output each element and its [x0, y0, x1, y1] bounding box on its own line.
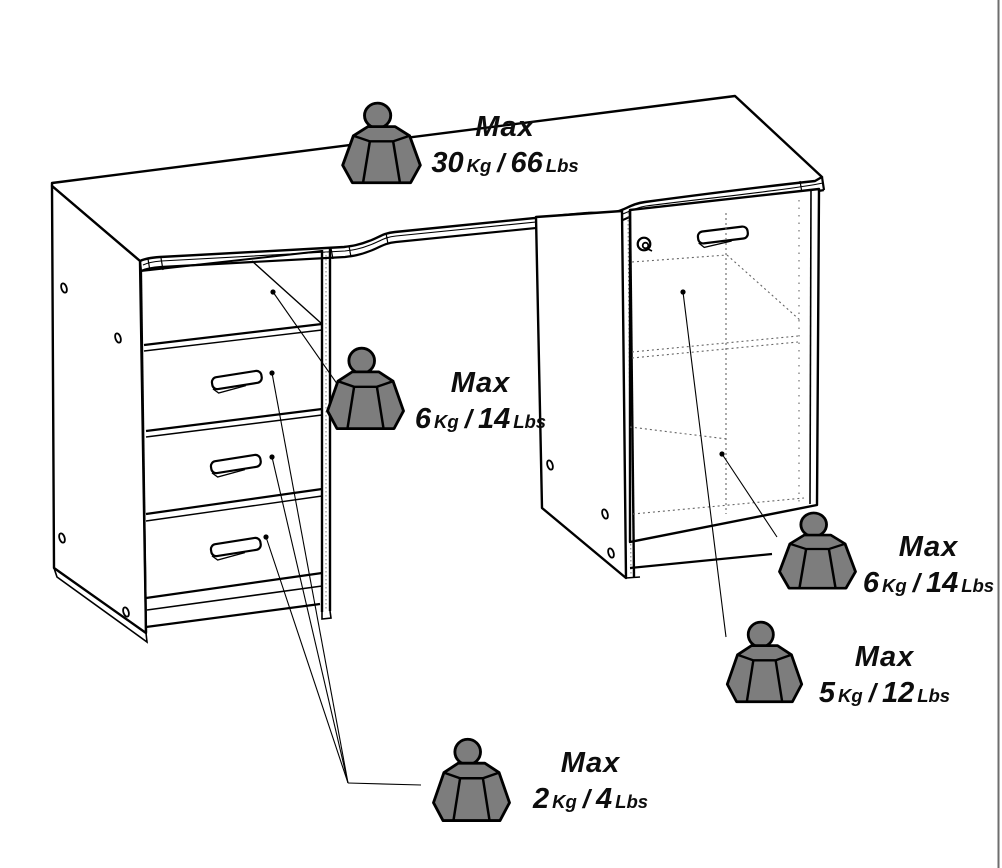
- kg-unit: Kg: [466, 155, 492, 176]
- max-text: Max: [450, 367, 511, 399]
- lbs-unit: Lbs: [961, 575, 995, 596]
- kg-value: 6: [862, 567, 880, 599]
- kg-value: 2: [532, 783, 550, 815]
- max-text: Max: [475, 111, 535, 143]
- kg-unit: Kg: [838, 685, 863, 706]
- leader-lines: [265, 291, 778, 786]
- lbs-unit: Lbs: [917, 685, 951, 706]
- lock-icon: [636, 236, 653, 252]
- weight-icon-cabinet-bottom: [725, 620, 804, 704]
- lbs-value: 14: [925, 567, 959, 599]
- separator: /: [912, 568, 920, 598]
- kg-value: 6: [414, 403, 432, 435]
- cabinet-door: [628, 187, 821, 544]
- shelf-interior-line: [251, 260, 323, 325]
- right-cabinet: [534, 187, 821, 580]
- separator: /: [497, 148, 505, 178]
- screw-hole: [58, 282, 130, 618]
- drawer-handle: [210, 369, 265, 395]
- separator: /: [582, 784, 590, 814]
- kg-value: 5: [818, 677, 836, 709]
- drawer-handle: [209, 536, 264, 562]
- lbs-unit: Lbs: [513, 411, 547, 432]
- lbs-value: 4: [596, 783, 613, 815]
- max-text: Max: [898, 531, 959, 563]
- screw-hole: [546, 459, 615, 559]
- drawer-gaps: [145, 407, 323, 600]
- kg-unit: Kg: [552, 791, 577, 812]
- hidden-shelf-lines: [629, 200, 805, 515]
- left-pedestal: [50, 184, 332, 644]
- shelf-front-edge: [143, 322, 323, 347]
- max-text: Max: [560, 747, 621, 779]
- lbs-unit: Lbs: [545, 155, 579, 176]
- separator: /: [464, 404, 472, 434]
- lbs-value: 12: [881, 677, 915, 709]
- max-text: Max: [854, 641, 915, 673]
- leader-dots: [263, 289, 725, 540]
- drawer-handle: [209, 453, 264, 479]
- kg-unit: Kg: [434, 411, 459, 432]
- kg-value: 30: [431, 147, 464, 179]
- lbs-unit: Lbs: [615, 791, 649, 812]
- lbs-value: 14: [477, 403, 511, 435]
- kg-unit: Kg: [882, 575, 907, 596]
- separator: /: [868, 678, 876, 708]
- lbs-value: 66: [510, 147, 543, 179]
